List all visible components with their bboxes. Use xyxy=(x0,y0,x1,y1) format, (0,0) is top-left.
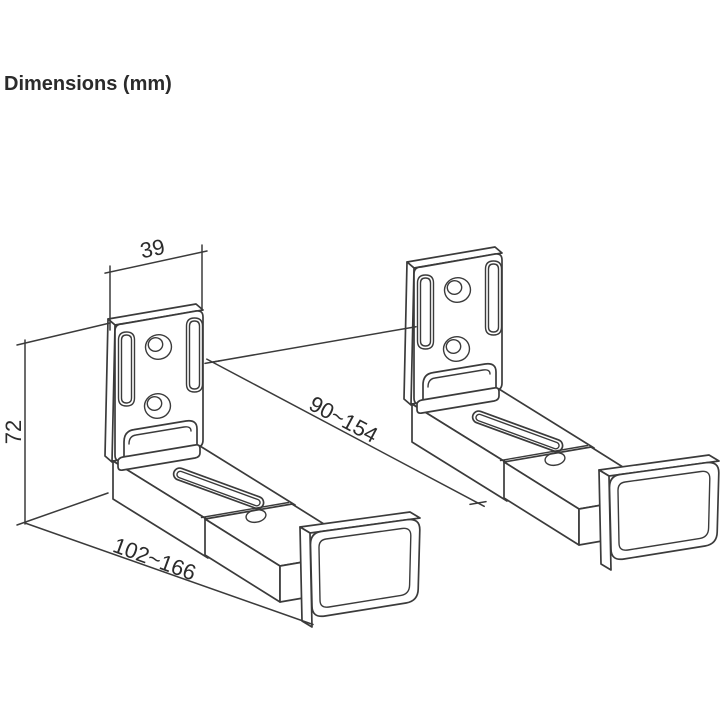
dim-39-label: 39 xyxy=(138,234,167,264)
dim-72-extension-bottom xyxy=(16,492,109,526)
dim-90-154-label: 90~154 xyxy=(305,391,382,448)
dim-72-extension-top xyxy=(16,322,111,346)
dim-102-166-line xyxy=(24,522,314,626)
dim-39-line xyxy=(104,250,208,274)
page-title: Dimensions (mm) xyxy=(4,73,172,95)
dim-90-154-extension xyxy=(212,325,417,363)
dim-72-label: 72 xyxy=(1,420,26,444)
dim-90-154-tick-start xyxy=(204,359,222,365)
dimension-plate-width: 39 xyxy=(104,234,208,331)
bracket-right xyxy=(403,246,720,571)
dimension-plate-height: 72 xyxy=(1,322,111,526)
dim-90-154-tick-end xyxy=(469,500,487,506)
bracket-left xyxy=(104,303,421,628)
dim-90-154-line xyxy=(206,358,485,508)
